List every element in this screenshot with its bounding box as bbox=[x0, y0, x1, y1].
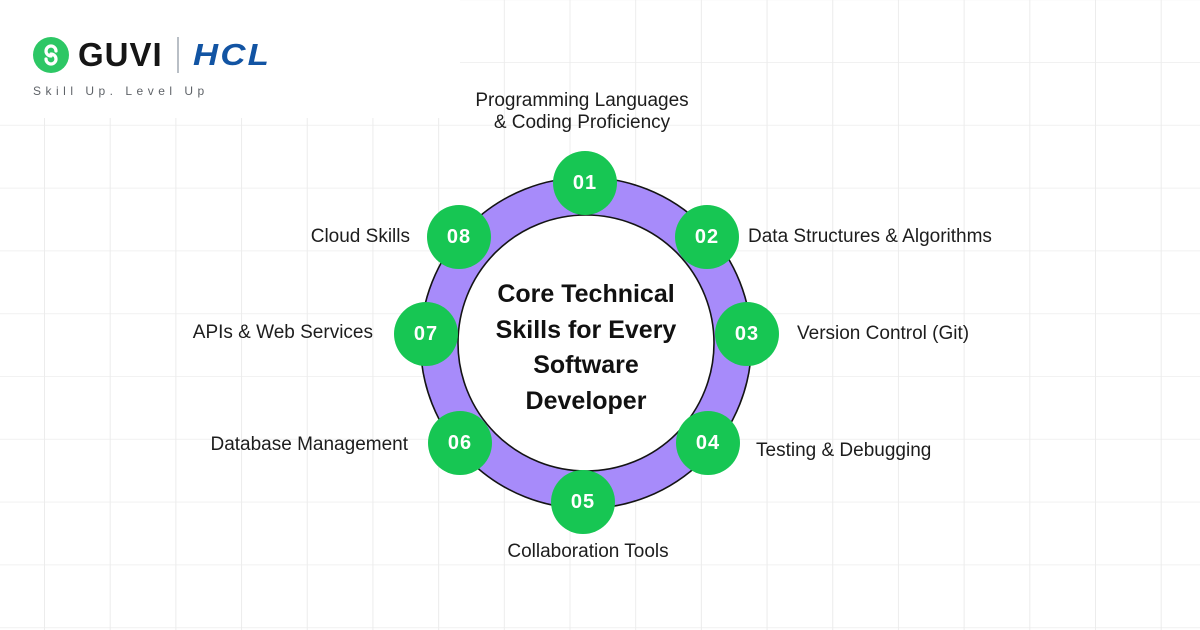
item-label-database-management: Database Management bbox=[210, 434, 408, 455]
wheel-node-05: 05 bbox=[551, 470, 615, 534]
item-label-programming-languages: Programming Languages & Coding Proficien… bbox=[475, 90, 689, 133]
wheel-node-07: 07 bbox=[394, 302, 458, 366]
node-number-06: 06 bbox=[447, 431, 473, 454]
node-number-05: 05 bbox=[570, 490, 596, 513]
wheel-center-title: Core Technical Skills for Every Software… bbox=[451, 277, 721, 419]
item-label-testing-debugging: Testing & Debugging bbox=[756, 440, 932, 461]
node-number-01: 01 bbox=[572, 171, 598, 194]
wheel-node-06: 06 bbox=[428, 411, 492, 475]
logo-background-mask bbox=[0, 0, 460, 118]
guvi-g-icon bbox=[33, 37, 69, 73]
wheel-node-02: 02 bbox=[675, 205, 739, 269]
wheel-node-08: 08 bbox=[427, 205, 491, 269]
node-number-04: 04 bbox=[695, 431, 721, 454]
item-label-collaboration-tools: Collaboration Tools bbox=[507, 541, 669, 562]
guvi-wordmark: GUVI bbox=[78, 36, 163, 73]
center-title-line-2: Skills for Every bbox=[495, 315, 677, 344]
logo-divider bbox=[176, 37, 179, 73]
logo-row: GUVI HCL bbox=[33, 36, 269, 74]
item-label-cloud-skills: Cloud Skills bbox=[310, 226, 410, 247]
node-number-08: 08 bbox=[446, 225, 472, 248]
brand-header: GUVI HCL Skill Up. Level Up bbox=[33, 36, 269, 98]
brand-tagline: Skill Up. Level Up bbox=[33, 84, 209, 98]
center-title-line-3: Software bbox=[533, 351, 639, 379]
hcl-wordmark: HCL bbox=[192, 37, 271, 72]
wheel-ring bbox=[419, 176, 753, 510]
item-label-data-structures: Data Structures & Algorithms bbox=[748, 226, 992, 247]
wheel-node-03: 03 bbox=[715, 302, 779, 366]
item-label-version-control: Version Control (Git) bbox=[797, 323, 970, 344]
node-number-07: 07 bbox=[413, 322, 439, 345]
wheel-node-01: 01 bbox=[553, 151, 617, 215]
center-title-line-4: Developer bbox=[525, 386, 647, 415]
node-number-03: 03 bbox=[734, 322, 760, 345]
item-label-apis-web-services: APIs & Web Services bbox=[192, 322, 373, 343]
wheel-node-04: 04 bbox=[676, 411, 740, 475]
center-title-line-1: Core Technical bbox=[497, 280, 675, 308]
node-number-02: 02 bbox=[694, 225, 720, 248]
